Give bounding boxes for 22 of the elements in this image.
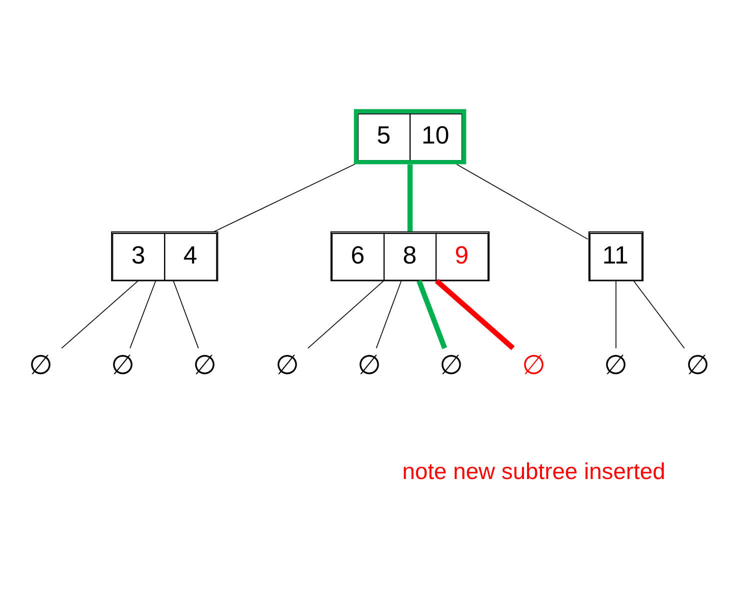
label: note new subtree inserted [402, 457, 666, 484]
node-text: ∅ [686, 350, 710, 380]
node-box: 5 10 [354, 108, 466, 164]
connector [130, 280, 156, 348]
connector [633, 280, 685, 348]
connector [61, 280, 138, 348]
node-text: ∅ [28, 350, 53, 380]
node-text: ∅ [358, 350, 382, 380]
connector [213, 163, 356, 232]
connector [416, 279, 448, 349]
connector [308, 280, 384, 348]
connector [172, 280, 199, 348]
node-text: ∅ [440, 350, 464, 380]
connector [376, 280, 402, 348]
node-text: ∅ [111, 350, 136, 380]
connector [456, 164, 588, 240]
connector [407, 164, 413, 231]
node-text: ∅ [275, 350, 300, 380]
node-text: ∅ [522, 350, 546, 380]
connector [434, 278, 515, 350]
node-text: ∅ [193, 350, 218, 380]
node-text: ∅ [604, 350, 628, 380]
